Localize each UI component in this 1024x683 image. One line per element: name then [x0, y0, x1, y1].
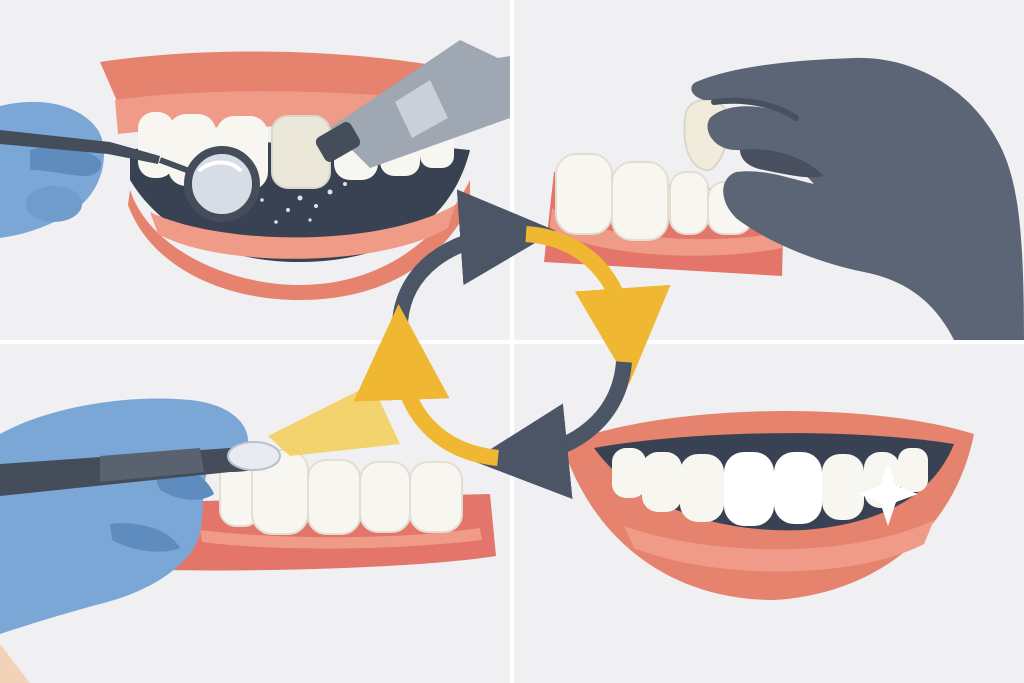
panel-finished-smile [514, 344, 1024, 683]
gray-glove-hand-icon [691, 57, 1024, 340]
enamel-particles [260, 182, 347, 224]
gum-highlight [200, 528, 482, 549]
bonded-teeth [219, 445, 463, 535]
lower-lip [128, 180, 470, 300]
curing-light-icon [0, 441, 281, 496]
panel-preparation [0, 0, 510, 340]
panel-light-curing [0, 344, 510, 683]
drill-handpiece-icon [315, 40, 510, 168]
curing-light-beam [268, 384, 400, 456]
lower-gum [150, 205, 455, 259]
lower-lip-band [624, 520, 934, 572]
dental-mirror-icon [0, 130, 260, 222]
sparkle-icon [858, 462, 918, 526]
panel-veneer-placement [514, 0, 1024, 340]
